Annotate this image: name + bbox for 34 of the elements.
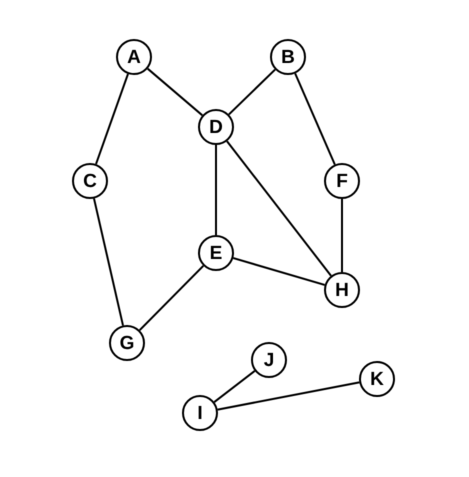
node-circle bbox=[72, 163, 108, 199]
connector-line bbox=[93, 198, 124, 326]
node-label: A bbox=[127, 48, 141, 66]
node-label: D bbox=[209, 118, 223, 136]
connector-line bbox=[294, 73, 336, 165]
node-label: C bbox=[83, 172, 97, 190]
node-label: H bbox=[335, 280, 349, 300]
node-label: E bbox=[210, 244, 222, 262]
connector-line bbox=[228, 68, 276, 116]
node-label: B bbox=[281, 48, 295, 66]
connector-line bbox=[147, 68, 203, 116]
node-circle bbox=[182, 395, 218, 431]
node-circle bbox=[324, 272, 360, 308]
node-label: K bbox=[370, 370, 384, 388]
node-label: J bbox=[264, 350, 274, 370]
node-circle bbox=[109, 325, 145, 361]
node-circle bbox=[116, 39, 152, 75]
connector-line bbox=[138, 265, 204, 331]
node-label: F bbox=[336, 172, 348, 190]
node-circle bbox=[324, 163, 360, 199]
connector-line bbox=[226, 140, 332, 276]
connector-line bbox=[95, 74, 129, 164]
node-circle bbox=[198, 235, 234, 271]
connector-line bbox=[341, 199, 343, 272]
connector-line bbox=[215, 145, 217, 235]
connector-line bbox=[214, 370, 256, 403]
connector-line bbox=[232, 257, 326, 286]
node-circle bbox=[198, 109, 234, 145]
node-circle bbox=[359, 361, 395, 397]
node-circle bbox=[270, 39, 306, 75]
node-circle bbox=[251, 342, 287, 378]
node-label: G bbox=[120, 334, 134, 352]
node-label: I bbox=[197, 404, 203, 422]
connector-line bbox=[217, 381, 360, 411]
